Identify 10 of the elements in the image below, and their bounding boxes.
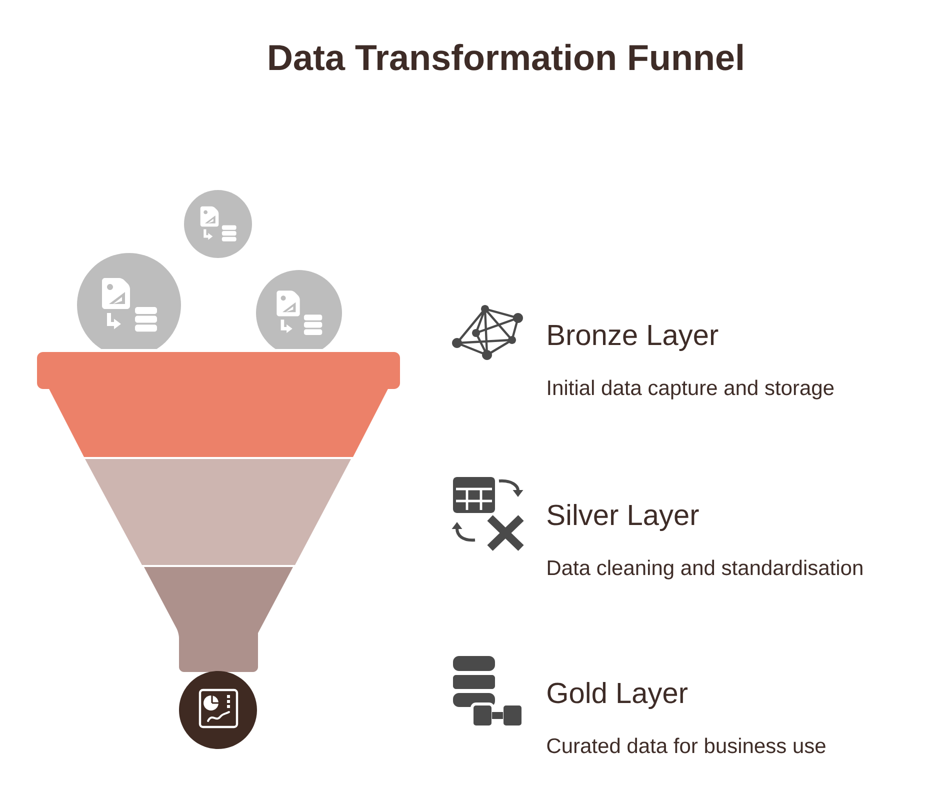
layer-description: Data cleaning and standardisation	[548, 560, 862, 580]
funnel-band	[85, 459, 351, 565]
layer-heading: Bronze Layer	[548, 325, 718, 352]
funnel-band	[144, 567, 293, 672]
layer-heading: Gold Layer	[548, 682, 688, 710]
layer-heading: Silver Layer	[548, 504, 699, 532]
title: Data Transformation Funnel	[269, 44, 742, 70]
layer-description: Initial data capture and storage	[548, 380, 834, 400]
funnel-band	[37, 352, 400, 457]
layer-description: Curated data for business use	[547, 738, 826, 754]
